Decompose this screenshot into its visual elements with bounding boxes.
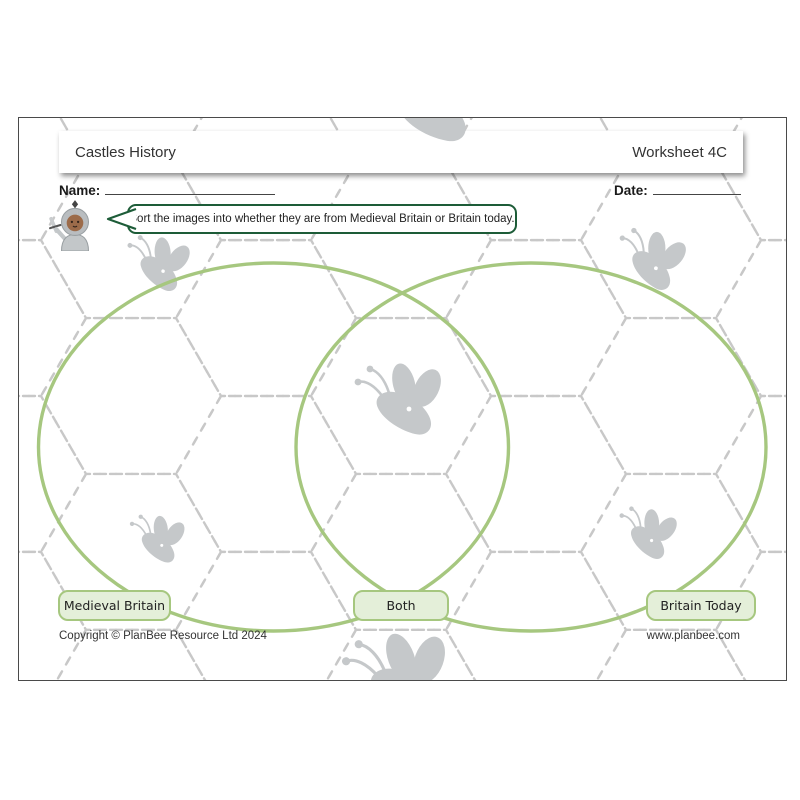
- name-label: Name:: [59, 183, 101, 198]
- page-title: Castles History: [75, 143, 176, 161]
- date-label: Date:: [614, 183, 648, 198]
- knight-icon: [49, 200, 90, 251]
- worksheet-page: Castles History Worksheet 4C Name: Date:…: [18, 117, 787, 681]
- worksheet-number: Worksheet 4C: [632, 143, 727, 161]
- speech-bubble: Sort the images into whether they are fr…: [127, 204, 517, 234]
- label-medieval-britain: Medieval Britain: [58, 590, 171, 621]
- speech-bubble-tail: [106, 207, 137, 231]
- label-medieval-britain-text: Medieval Britain: [63, 598, 166, 613]
- bee-icon: [120, 508, 197, 571]
- label-britain-today-text: Britain Today: [660, 598, 742, 613]
- header-bar: Castles History Worksheet 4C: [59, 131, 743, 173]
- label-both: Both: [353, 590, 449, 621]
- date-line: [652, 182, 741, 195]
- label-britain-today: Britain Today: [646, 590, 756, 621]
- footer-copyright: Copyright © PlanBee Resource Ltd 2024: [59, 630, 267, 642]
- name-line: [105, 182, 276, 195]
- prompt-text: Sort the images into whether they are fr…: [129, 213, 515, 225]
- name-field: Name:: [59, 182, 276, 198]
- footer-website: www.planbee.com: [646, 630, 740, 642]
- date-field: Date:: [614, 182, 741, 198]
- bee-icon: [347, 359, 457, 444]
- label-both-text: Both: [386, 598, 416, 613]
